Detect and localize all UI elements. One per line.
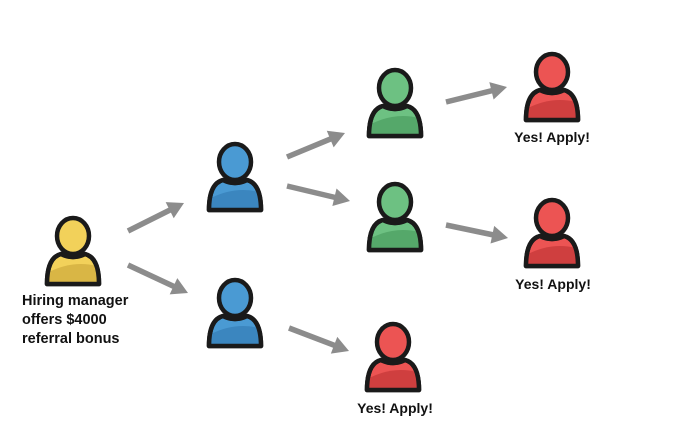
hiring-manager-person-body-shade	[49, 264, 97, 282]
arrow-green-upper-to-red-top-shaft	[445, 87, 495, 105]
hiring-manager-caption-line-2: offers $4000	[22, 312, 107, 328]
referrer-green-upper-person-icon	[366, 67, 424, 139]
referrer-blue-upper-person-icon	[206, 141, 264, 213]
applicant-red-middle-person-head	[533, 197, 571, 239]
applicant-red-top-person-body-outline	[523, 87, 581, 123]
arrow-manager-to-blue-upper-head	[165, 202, 184, 219]
arrow-green-lower-to-red-middle-head	[490, 225, 508, 244]
hiring-manager-caption-line-1: Hiring manager	[22, 293, 129, 309]
referrer-green-upper-person-head	[376, 67, 414, 109]
arrow-blue-lower-to-red-bottom-head	[330, 336, 349, 354]
applicant-red-bottom-person-body-outline	[364, 357, 422, 393]
arrow-blue-upper-to-green-upper	[285, 130, 345, 160]
yes-apply-label-top: Yes! Apply!	[514, 129, 590, 145]
arrow-green-lower-to-red-middle	[445, 222, 508, 244]
arrow-manager-to-blue-lower-shaft	[126, 262, 177, 290]
referrer-blue-lower-person-head	[216, 277, 254, 319]
arrow-green-lower-to-red-middle-shaft	[445, 222, 495, 238]
applicant-red-middle-person-body-outline	[523, 233, 581, 269]
applicant-red-middle-person-icon	[523, 197, 581, 269]
hiring-manager-person-icon	[44, 215, 102, 287]
arrows-layer	[126, 82, 508, 354]
arrow-blue-upper-to-green-upper-head	[326, 130, 345, 148]
referrer-green-upper-person-body-outline	[366, 103, 424, 139]
referrer-blue-upper-person-head	[216, 141, 254, 183]
hiring-manager-person-body-outline	[44, 251, 102, 287]
arrow-manager-to-blue-upper	[126, 202, 184, 234]
referrer-blue-upper-person-body-outline	[206, 177, 264, 213]
applicant-red-top-person-icon	[523, 51, 581, 123]
applicant-red-top-person-head	[533, 51, 571, 93]
arrow-blue-upper-to-green-lower	[286, 183, 350, 207]
arrow-blue-lower-to-red-bottom-shaft	[288, 325, 337, 349]
applicant-red-bottom-person-icon	[364, 321, 422, 393]
applicant-red-bottom-person-body-shade	[369, 370, 417, 388]
referrer-green-lower-person-body-outline	[366, 217, 424, 253]
arrow-blue-upper-to-green-lower-shaft	[286, 183, 338, 201]
arrow-green-upper-to-red-top	[445, 82, 507, 105]
referrer-blue-lower-person-body-outline	[206, 313, 264, 349]
hiring-manager-caption-line-3: referral bonus	[22, 331, 120, 347]
referrer-green-lower-person-icon	[366, 181, 424, 253]
referrer-blue-lower-person-body-shade	[211, 326, 259, 344]
hiring-manager-caption: Hiring manager offers $4000 referral bon…	[22, 292, 128, 349]
applicant-red-bottom-person-head	[374, 321, 412, 363]
yes-apply-label-middle: Yes! Apply!	[515, 276, 591, 292]
applicant-red-middle-person-body-shade	[528, 246, 576, 264]
hiring-manager-person-head	[54, 215, 92, 257]
referrer-green-lower-person-head	[376, 181, 414, 223]
applicant-red-top-person-body-shade	[528, 100, 576, 118]
referrer-green-upper-person-body-shade	[371, 116, 419, 134]
referrer-blue-upper-person-body-shade	[211, 190, 259, 208]
arrow-green-upper-to-red-top-head	[489, 82, 507, 100]
arrow-blue-upper-to-green-upper-shaft	[285, 135, 334, 160]
yes-apply-label-bottom: Yes! Apply!	[357, 400, 433, 416]
arrow-blue-lower-to-red-bottom	[288, 325, 349, 354]
people-layer	[44, 51, 581, 393]
referrer-green-lower-person-body-shade	[371, 230, 419, 248]
arrow-manager-to-blue-lower	[126, 262, 188, 295]
arrow-manager-to-blue-lower-head	[169, 278, 188, 295]
arrow-blue-upper-to-green-lower-head	[332, 188, 350, 207]
arrow-manager-to-blue-upper-shaft	[126, 206, 173, 234]
referrer-blue-lower-person-icon	[206, 277, 264, 349]
